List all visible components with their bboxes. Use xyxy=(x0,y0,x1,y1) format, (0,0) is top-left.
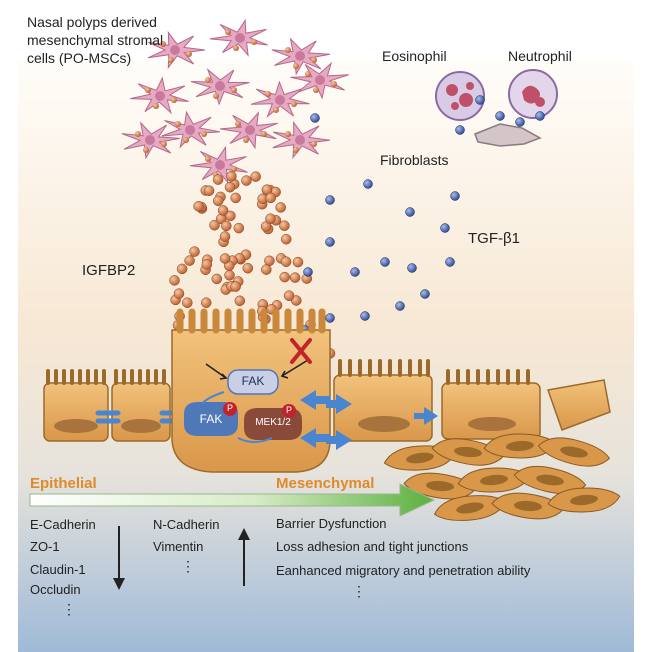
phospho-label-fak: P xyxy=(226,403,233,413)
neutrophil-label: Neutrophil xyxy=(508,48,572,64)
fibroblast-cell xyxy=(474,123,542,147)
marker-n-cadherin: N-Cadherin xyxy=(153,517,220,532)
fibroblasts-label: Fibroblasts xyxy=(380,152,449,168)
tgf-label: TGF-β1 xyxy=(468,230,520,247)
neutrophil-cell xyxy=(508,69,558,119)
marker-claudin-1: Claudin-1 xyxy=(30,562,86,577)
epithelial-cell-left-1 xyxy=(43,369,109,442)
mscs-label-line2: mesenchymal stromal xyxy=(27,32,164,48)
epithelial-cell-left-2 xyxy=(111,369,171,442)
marker-epithelial-more: ⋮ xyxy=(62,601,76,617)
msc-cluster xyxy=(121,18,349,184)
phospho-badges xyxy=(223,402,296,418)
marker-zo-1: ZO-1 xyxy=(30,539,60,554)
inhibition-mark xyxy=(290,338,312,364)
epithelial-cell-far-right xyxy=(441,369,541,440)
marker-occludin: Occludin xyxy=(30,582,81,597)
outcome-migration: Eanhanced migratory and penetration abil… xyxy=(276,563,531,578)
epithelial-cell-right xyxy=(333,359,433,442)
decrease-arrow xyxy=(113,526,125,590)
detaching-cell xyxy=(547,379,611,431)
phospho-label-mek: P xyxy=(285,405,292,415)
increase-arrow xyxy=(238,528,250,586)
eosinophil-label: Eosinophil xyxy=(382,48,447,64)
fak-top-node xyxy=(227,369,279,395)
signaling-arrows xyxy=(201,391,273,443)
marker-e-cadherin: E-Cadherin xyxy=(30,517,96,532)
mesenchymal-label: Mesenchymal xyxy=(276,475,375,492)
epithelial-label: Epithelial xyxy=(30,475,97,492)
marker-vimentin: Vimentin xyxy=(153,539,204,554)
fak-bottom-label: FAK xyxy=(199,412,223,426)
mscs-label-line1: Nasal polyps derived xyxy=(27,14,157,30)
outcome-barrier: Barrier Dysfunction xyxy=(276,516,387,531)
igfbp2-label: IGFBP2 xyxy=(82,262,136,279)
outcome-adhesion: Loss adhesion and tight junctions xyxy=(276,539,469,554)
mscs-label-line3: cells (PO-MSCs) xyxy=(27,50,132,66)
marker-mesenchymal-more: ⋮ xyxy=(181,558,195,574)
outcome-more: ⋮ xyxy=(352,583,366,599)
junction-disruption-arrows xyxy=(300,390,438,450)
fak-top-label: FAK xyxy=(241,374,265,388)
eosinophil-cell xyxy=(435,71,485,121)
emt-transition-arrow xyxy=(29,483,436,517)
mek-label: MEK1/2 xyxy=(255,417,291,428)
mesenchymal-cells xyxy=(383,433,621,521)
ligand-arrows xyxy=(205,359,309,380)
